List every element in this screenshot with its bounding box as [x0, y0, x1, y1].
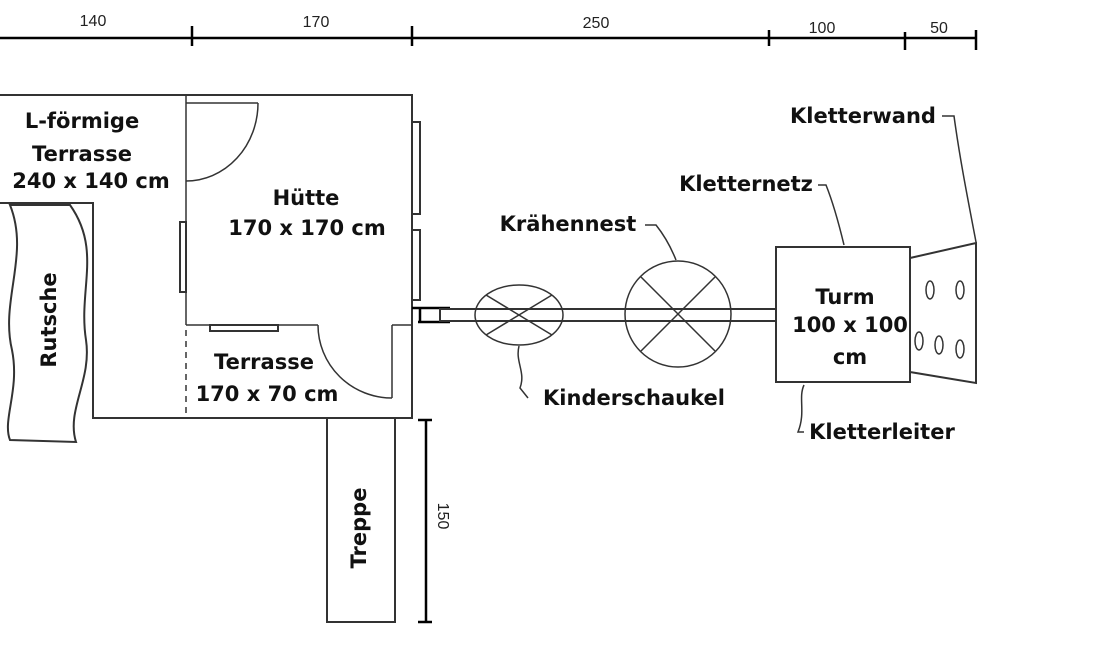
terrace-label-line2: 170 x 70 cm [196, 382, 339, 406]
tower-label-line2: 100 x 100 [792, 313, 908, 337]
hut-label-line2: 170 x 170 cm [228, 216, 385, 240]
platform-outline [0, 94, 413, 419]
window-left [179, 221, 187, 293]
climbing-hold [934, 335, 944, 355]
slide: Rutsche [6, 204, 89, 444]
swing-shape [474, 284, 564, 346]
crows-nest-cross [640, 276, 716, 352]
climbing-wall-shape [909, 241, 977, 385]
climbing-ladder-leader [796, 384, 805, 433]
crows-nest [624, 224, 732, 368]
door-swing-top [185, 102, 259, 182]
beam-shape [439, 308, 789, 322]
tower-label-line3: cm [833, 345, 867, 369]
stairs-dimension-label: 150 [434, 503, 451, 530]
l-terrace-label-line2: Terrasse [32, 142, 132, 166]
climbing-hold [914, 331, 924, 351]
crows-nest-label: Krähennest [500, 212, 637, 236]
climbing-net-label: Kletternetz [679, 172, 813, 196]
labels: L-förmige Terrasse 240 x 140 cm Hütte 17… [12, 104, 955, 444]
swing-label: Kinderschaukel [543, 386, 725, 410]
dimension-label-250: 250 [583, 15, 610, 32]
swing-leader [517, 345, 529, 399]
door-swing-bottom [317, 324, 393, 399]
swing [474, 284, 564, 399]
tower-shape [775, 246, 911, 383]
dimension-label-100: 100 [809, 20, 836, 37]
main-platform [0, 94, 421, 419]
window-bottom [209, 324, 279, 332]
climbing-wall [909, 115, 977, 385]
dimension-label-170: 170 [303, 14, 330, 31]
climbing-wall-leader [942, 115, 977, 243]
slide-shape [6, 204, 89, 444]
climbing-hold [925, 280, 935, 300]
dimension-label-50: 50 [930, 20, 948, 37]
climbing-hold [955, 339, 965, 359]
climbing-net-leader [818, 184, 845, 246]
window-right-upper [411, 121, 421, 215]
climbing-hold [955, 280, 965, 300]
crows-nest-shape [624, 260, 732, 368]
climbing-wall-label: Kletterwand [790, 104, 936, 128]
dimension-label-140: 140 [80, 13, 107, 30]
stairs-shape [326, 417, 396, 623]
slide-label: Rutsche [37, 272, 61, 367]
tower [775, 184, 911, 433]
l-terrace-label-line1: L-förmige [25, 109, 139, 133]
window-right-lower [411, 229, 421, 301]
tower-label-line1: Turm [815, 285, 874, 309]
terrace-label-line1: Terrasse [214, 350, 314, 374]
hut-label-line1: Hütte [273, 186, 340, 210]
top-dimension-line: 140 170 250 100 50 [0, 13, 978, 50]
crows-nest-leader [645, 224, 677, 261]
climbing-ladder-label: Kletterleiter [809, 420, 955, 444]
stairs-label: Treppe [347, 488, 371, 569]
stairs: Treppe 150 [326, 417, 451, 624]
l-terrace-label-line3: 240 x 140 cm [12, 169, 169, 193]
swing-cross [485, 294, 553, 336]
